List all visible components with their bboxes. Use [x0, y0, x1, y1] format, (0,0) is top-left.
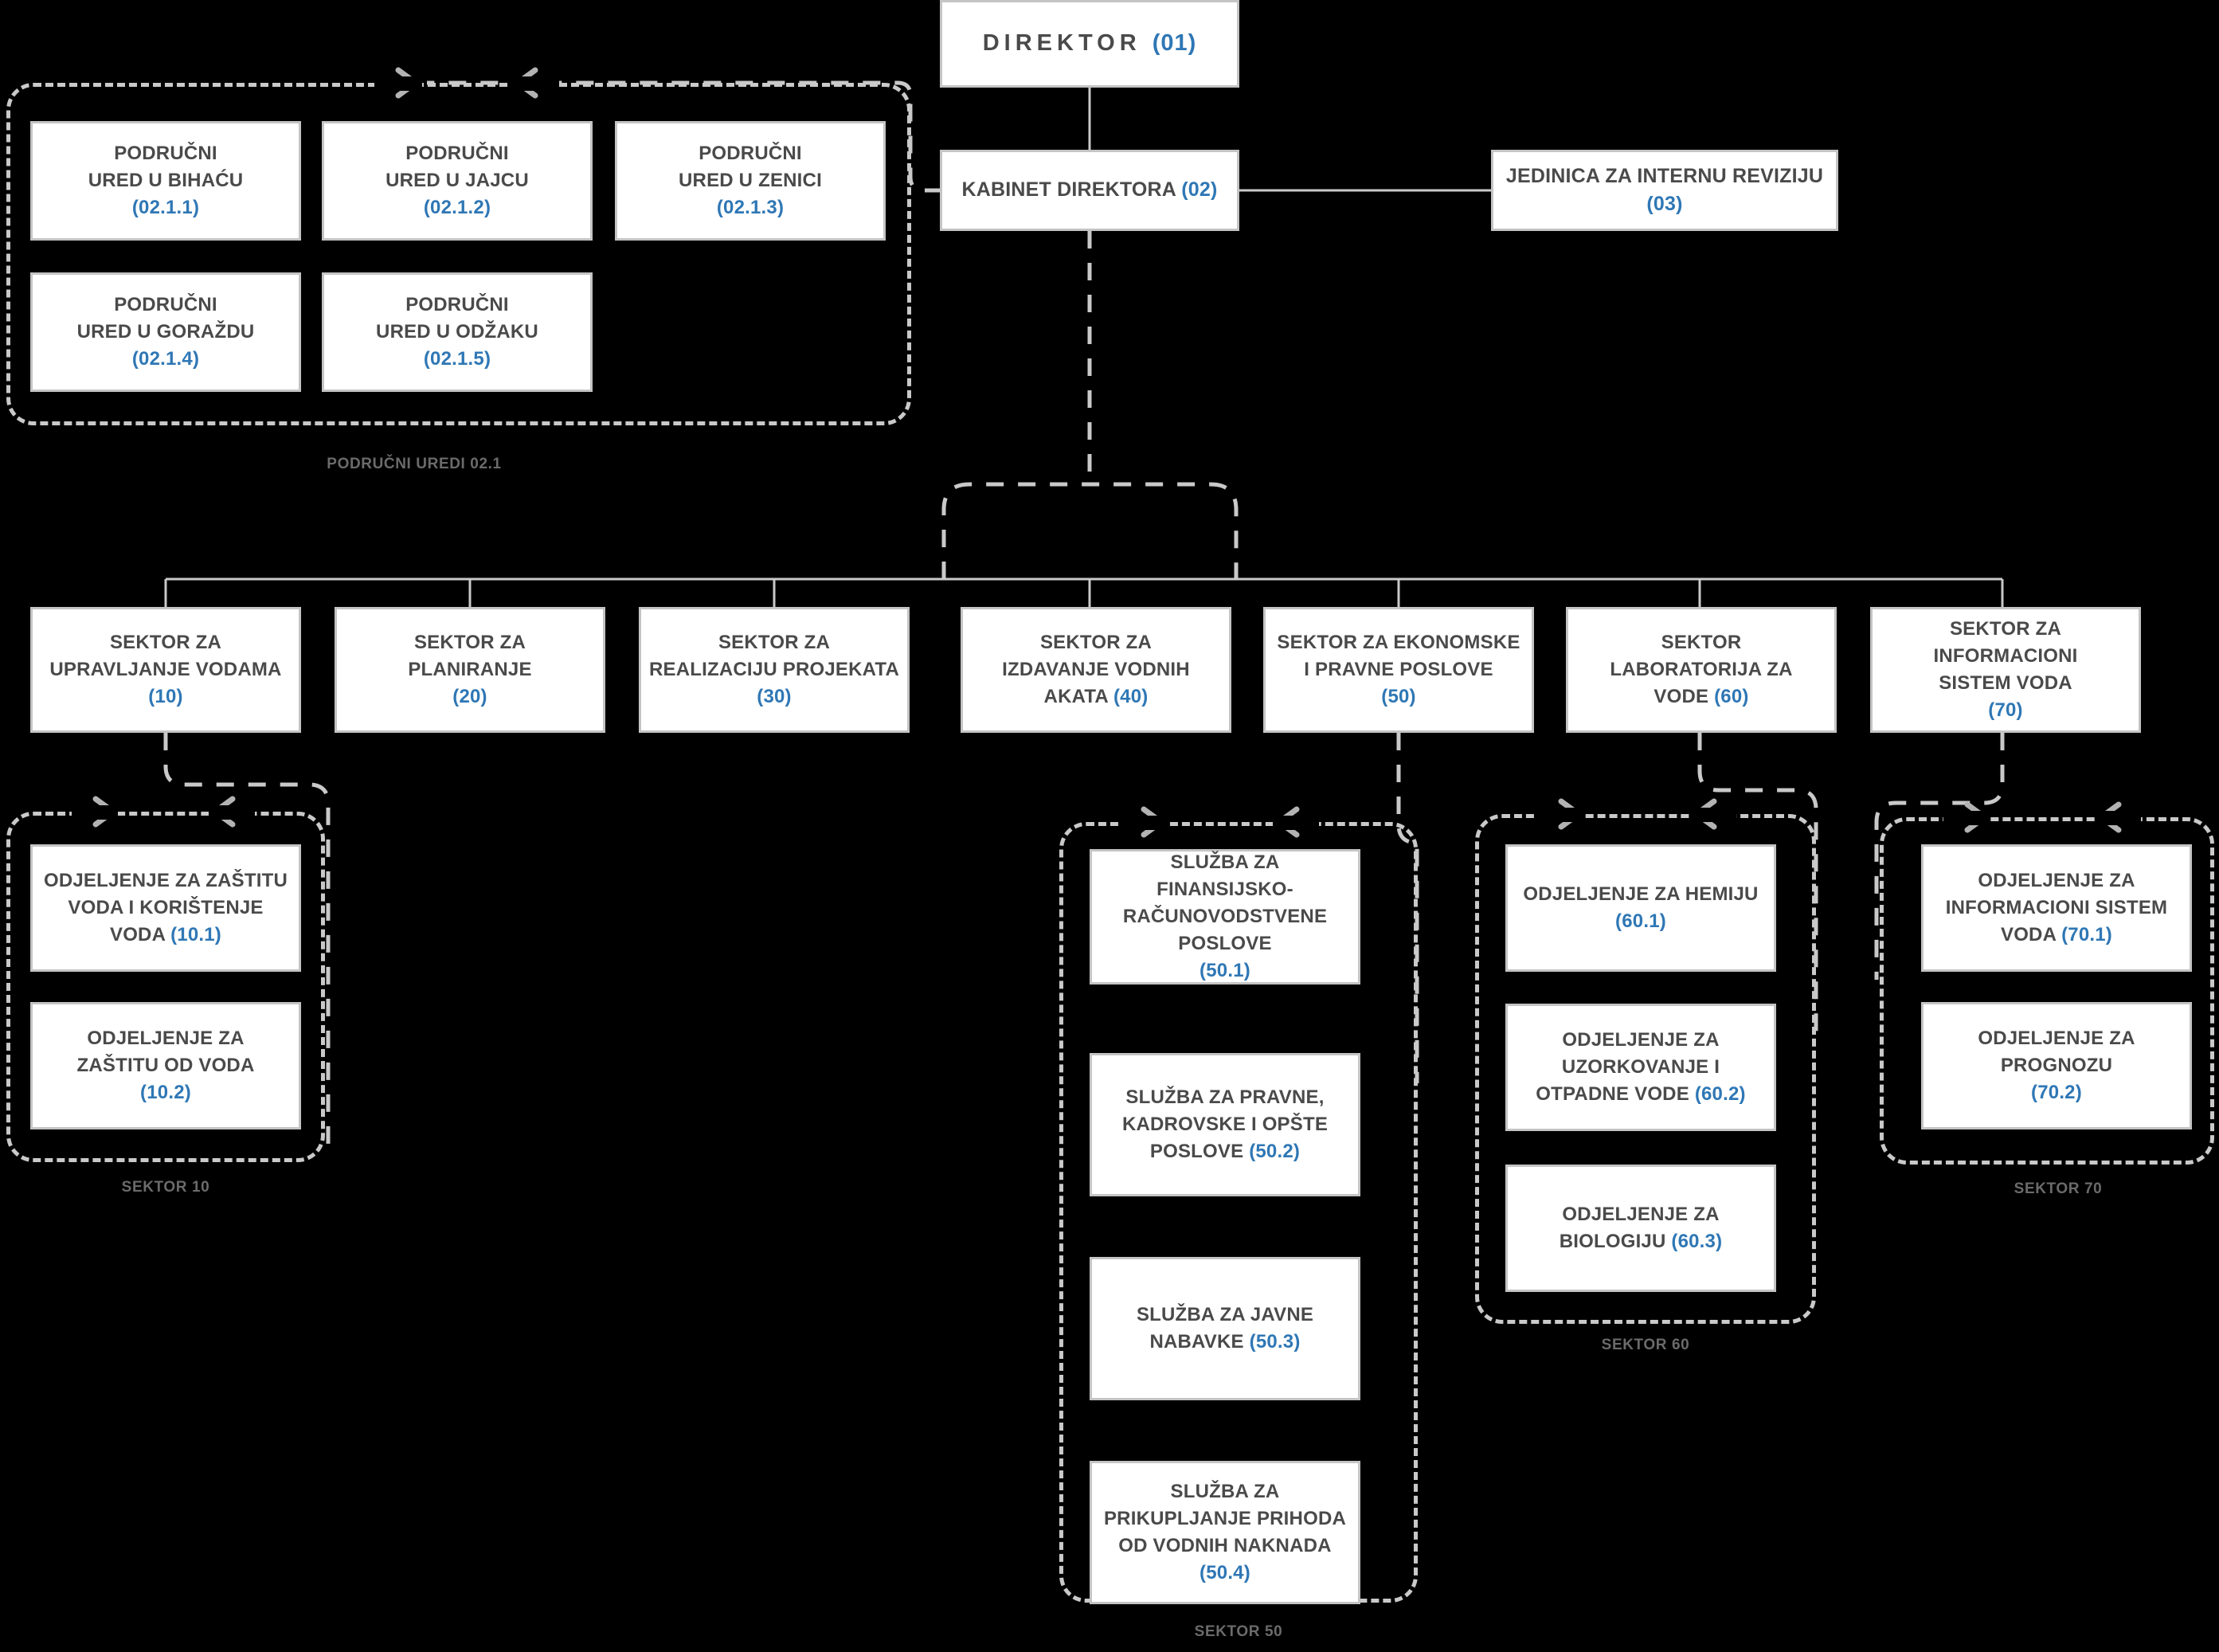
- node-sektor-20[interactable]: SEKTOR ZA PLANIRANJE (20): [335, 607, 605, 733]
- node-sektor-40[interactable]: SEKTOR ZA IZDAVANJE VODNIH AKATA (40): [961, 607, 1231, 733]
- notch-s70-right: [2095, 811, 2141, 825]
- notch-s10-left: [72, 805, 118, 820]
- node-sluzba-50-2[interactable]: SLUŽBA ZA PRAVNE, KADROVSKE I OPŠTE POSL…: [1090, 1053, 1360, 1196]
- node-podrucni-ured-zenica[interactable]: PODRUČNI URED U ZENICI (02.1.3): [615, 121, 886, 241]
- notch-s60-right: [1690, 808, 1736, 822]
- node-sluzba-50-1[interactable]: SLUŽBA ZA FINANSIJSKO- RAČUNOVODSTVENE P…: [1090, 849, 1360, 985]
- node-odjeljenje-60-3[interactable]: ODJELJENJE ZA BIOLOGIJU (60.3): [1505, 1165, 1776, 1292]
- node-podrucni-ured-gorazde[interactable]: PODRUČNI URED U GORAŽDU (02.1.4): [30, 272, 301, 392]
- notch-s50-right: [1273, 816, 1319, 830]
- node-odjeljenje-60-3-label: ODJELJENJE ZA BIOLOGIJU (60.3): [1559, 1203, 1723, 1252]
- group-label-sector-50: SEKTOR 50: [1194, 1623, 1283, 1640]
- node-sektor-20-label: SEKTOR ZA PLANIRANJE (20): [408, 631, 532, 708]
- node-odjeljenje-10-1[interactable]: ODJELJENJE ZA ZAŠTITU VODA I KORIŠTENJE …: [30, 844, 301, 972]
- node-sektor-10[interactable]: SEKTOR ZA UPRAVLJANJE VODAMA (10): [30, 607, 301, 733]
- node-odjeljenje-10-1-label: ODJELJENJE ZA ZAŠTITU VODA I KORIŠTENJE …: [43, 869, 288, 946]
- group-label-sector-70: SEKTOR 70: [2014, 1180, 2103, 1197]
- notch-s50-left: [1120, 816, 1166, 830]
- node-sluzba-50-2-label: SLUŽBA ZA PRAVNE, KADROVSKE I OPŠTE POSL…: [1121, 1086, 1329, 1163]
- notch-s60-left: [1537, 808, 1583, 822]
- node-sektor-60-label: SEKTOR LABORATORIJA ZA VODE (60): [1610, 631, 1793, 708]
- node-odjeljenje-70-2-label: ODJELJENJE ZA PROGNOZU (70.2): [1978, 1027, 2135, 1104]
- group-label-sector-60: SEKTOR 60: [1601, 1337, 1690, 1353]
- node-odjeljenje-60-2-label: ODJELJENJE ZA UZORKOVANJE I OTPADNE VODE…: [1536, 1028, 1746, 1106]
- node-odjeljenje-60-1[interactable]: ODJELJENJE ZA HEMIJU (60.1): [1505, 844, 1776, 972]
- node-kabinet-direktora[interactable]: KABINET DIREKTORA (02): [940, 150, 1239, 231]
- node-sektor-70[interactable]: SEKTOR ZA INFORMACIONI SISTEM VODA (70): [1870, 607, 2141, 733]
- node-odjeljenje-70-1-label: ODJELJENJE ZA INFORMACIONI SISTEM VODA (…: [1945, 869, 2168, 946]
- node-podrucni-ured-odzak[interactable]: PODRUČNI URED U ODŽAKU (02.1.5): [322, 272, 593, 392]
- group-label-regional-offices: PODRUČNI UREDI 02.1: [327, 456, 502, 472]
- wire-sector-bracket: [941, 482, 1239, 579]
- node-sluzba-50-4[interactable]: SLUŽBA ZA PRIKUPLJANJE PRIHODA OD VODNIH…: [1090, 1461, 1360, 1604]
- node-sluzba-50-4-label: SLUŽBA ZA PRIKUPLJANJE PRIHODA OD VODNIH…: [1103, 1480, 1347, 1584]
- group-sector-60: [1475, 814, 1816, 1324]
- node-jedinica-interna-revizija-label: JEDINICA ZA INTERNU REVIZIJU (03): [1505, 164, 1824, 216]
- group-sector-70: [1880, 817, 2214, 1165]
- notch-s70-left: [1943, 811, 1990, 825]
- node-podrucni-ured-bihac[interactable]: PODRUČNI URED U BIHAĆU (02.1.1): [30, 121, 301, 241]
- node-direktor[interactable]: DIREKTOR (01): [940, 0, 1239, 88]
- node-sektor-50-label: SEKTOR ZA EKONOMSKE I PRAVNE POSLOVE (50…: [1277, 631, 1520, 708]
- node-kabinet-direktora-label: KABINET DIREKTORA (02): [961, 178, 1218, 202]
- node-podrucni-ured-zenica-label: PODRUČNI URED U ZENICI (02.1.3): [679, 142, 822, 219]
- node-podrucni-ured-odzak-label: PODRUČNI URED U ODŽAKU (02.1.5): [376, 293, 538, 370]
- notch-s10-right: [209, 805, 255, 820]
- group-label-sector-10: SEKTOR 10: [121, 1179, 210, 1196]
- node-podrucni-ured-jajce-label: PODRUČNI URED U JAJCU (02.1.2): [385, 142, 529, 219]
- node-odjeljenje-60-2[interactable]: ODJELJENJE ZA UZORKOVANJE I OTPADNE VODE…: [1505, 1004, 1776, 1131]
- node-sektor-60[interactable]: SEKTOR LABORATORIJA ZA VODE (60): [1566, 607, 1837, 733]
- node-sektor-40-label: SEKTOR ZA IZDAVANJE VODNIH AKATA (40): [1002, 631, 1190, 708]
- node-sluzba-50-1-label: SLUŽBA ZA FINANSIJSKO- RAČUNOVODSTVENE P…: [1122, 851, 1328, 982]
- notch-regional-left: [374, 76, 422, 91]
- node-podrucni-ured-bihac-label: PODRUČNI URED U BIHAĆU (02.1.1): [88, 142, 244, 219]
- node-sektor-10-label: SEKTOR ZA UPRAVLJANJE VODAMA (10): [49, 631, 282, 708]
- node-sektor-50[interactable]: SEKTOR ZA EKONOMSKE I PRAVNE POSLOVE (50…: [1263, 607, 1534, 733]
- node-podrucni-ured-gorazde-label: PODRUČNI URED U GORAŽDU (02.1.4): [76, 293, 255, 370]
- node-odjeljenje-60-1-label: ODJELJENJE ZA HEMIJU (60.1): [1523, 883, 1759, 932]
- node-odjeljenje-10-2[interactable]: ODJELJENJE ZA ZAŠTITU OD VODA (10.2): [30, 1002, 301, 1129]
- node-sektor-30-label: SEKTOR ZA REALIZACIJU PROJEKATA (30): [649, 631, 899, 708]
- node-jedinica-interna-revizija[interactable]: JEDINICA ZA INTERNU REVIZIJU (03): [1491, 150, 1838, 231]
- node-odjeljenje-10-2-label: ODJELJENJE ZA ZAŠTITU OD VODA (10.2): [76, 1027, 255, 1104]
- node-podrucni-ured-jajce[interactable]: PODRUČNI URED U JAJCU (02.1.2): [322, 121, 593, 241]
- node-sektor-30[interactable]: SEKTOR ZA REALIZACIJU PROJEKATA (30): [639, 607, 910, 733]
- node-direktor-label: DIREKTOR (01): [982, 30, 1197, 57]
- node-odjeljenje-70-2[interactable]: ODJELJENJE ZA PROGNOZU (70.2): [1921, 1002, 2192, 1129]
- node-sektor-70-label: SEKTOR ZA INFORMACIONI SISTEM VODA (70): [1933, 617, 2078, 722]
- node-sluzba-50-3-label: SLUŽBA ZA JAVNE NABAVKE (50.3): [1136, 1303, 1314, 1353]
- notch-regional-right: [511, 76, 559, 91]
- node-odjeljenje-70-1[interactable]: ODJELJENJE ZA INFORMACIONI SISTEM VODA (…: [1921, 844, 2192, 972]
- node-sluzba-50-3[interactable]: SLUŽBA ZA JAVNE NABAVKE (50.3): [1090, 1257, 1360, 1400]
